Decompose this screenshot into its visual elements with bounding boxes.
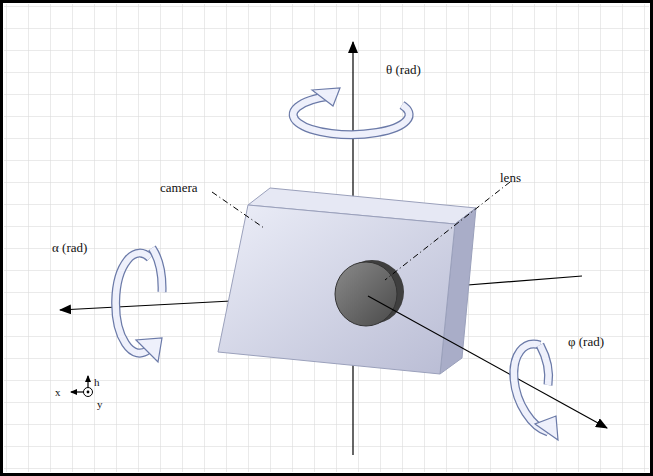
- alpha-axis: [60, 300, 250, 310]
- theta-rotation-arrow: [293, 88, 409, 135]
- lens-leader: [385, 182, 510, 280]
- theta-label: θ (rad): [384, 62, 423, 77]
- lens-label: lens: [498, 170, 523, 185]
- phi-axis: [368, 296, 607, 428]
- back-axis: [455, 276, 582, 286]
- axis-label: y: [95, 398, 105, 411]
- coordinate-axes: [71, 376, 93, 397]
- axis-label: h: [92, 376, 102, 389]
- alpha-label: α (rad): [50, 240, 89, 255]
- alpha-rotation-arrow: [116, 248, 162, 362]
- phi-rotation-arrow: [514, 344, 558, 440]
- camera-body: [218, 188, 476, 374]
- camera-leader: [212, 192, 264, 228]
- grid: [4, 4, 649, 472]
- camera-label: camera: [158, 180, 200, 195]
- axis-label: x: [53, 386, 63, 399]
- lens: [335, 260, 404, 326]
- phi-label: φ (rad): [566, 334, 606, 349]
